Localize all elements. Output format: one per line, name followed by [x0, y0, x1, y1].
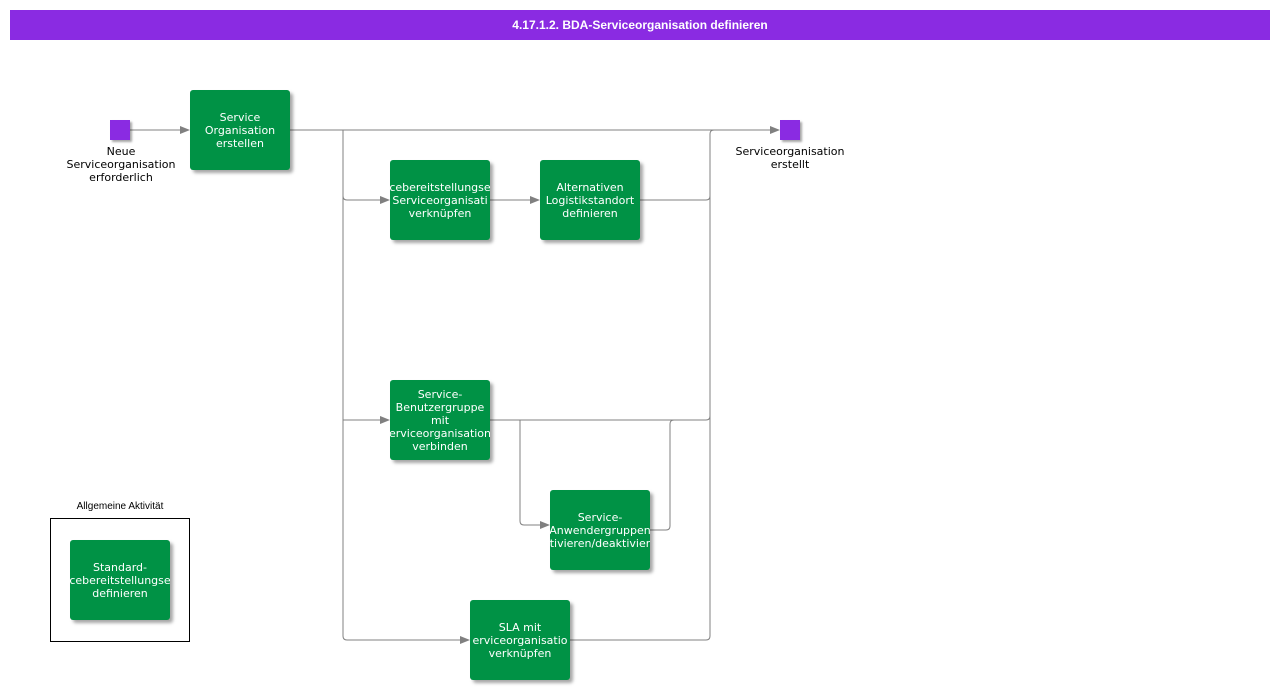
task-service-user-group[interactable]: Service- Benutzergruppe mit erviceorgani… — [390, 380, 490, 460]
edge-user-group-branch — [519, 420, 550, 529]
edge-split-trunk — [342, 130, 348, 641]
edge-join-trunk — [570, 129, 715, 641]
diagram-title: 4.17.1.2. BDA-Serviceorganisation defini… — [10, 10, 1270, 40]
edge-alt-to-join — [640, 195, 711, 201]
legend-title: Allgemeine Aktivität — [76, 501, 164, 512]
edge-user-group-to-join — [490, 415, 711, 421]
task-alternative-logistics-location[interactable]: Alternativen Logistikstandort definieren — [540, 160, 640, 240]
start-event-label: Neue Serviceorganisation erforderlich — [66, 145, 176, 184]
task-link-service-provider[interactable]: cebereitstellungse Serviceorganisati ver… — [390, 160, 490, 240]
edge-toggle-to-join — [650, 419, 675, 531]
end-event-label: Serviceorganisation erstellt — [735, 145, 845, 171]
legend-box — [50, 518, 190, 642]
start-event[interactable] — [110, 120, 130, 140]
task-sla-link[interactable]: SLA mit erviceorganisatio verknüpfen — [470, 600, 570, 680]
task-create-service-organisation[interactable]: Service Organisation erstellen — [190, 90, 290, 170]
legend-task-standard[interactable]: Standard- cebereitstellungse definieren — [70, 540, 170, 620]
edge-to-link-provider — [342, 195, 390, 204]
task-activate-user-groups[interactable]: Service- Anwendergruppen tivieren/deakti… — [550, 490, 650, 570]
end-event[interactable] — [780, 120, 800, 140]
